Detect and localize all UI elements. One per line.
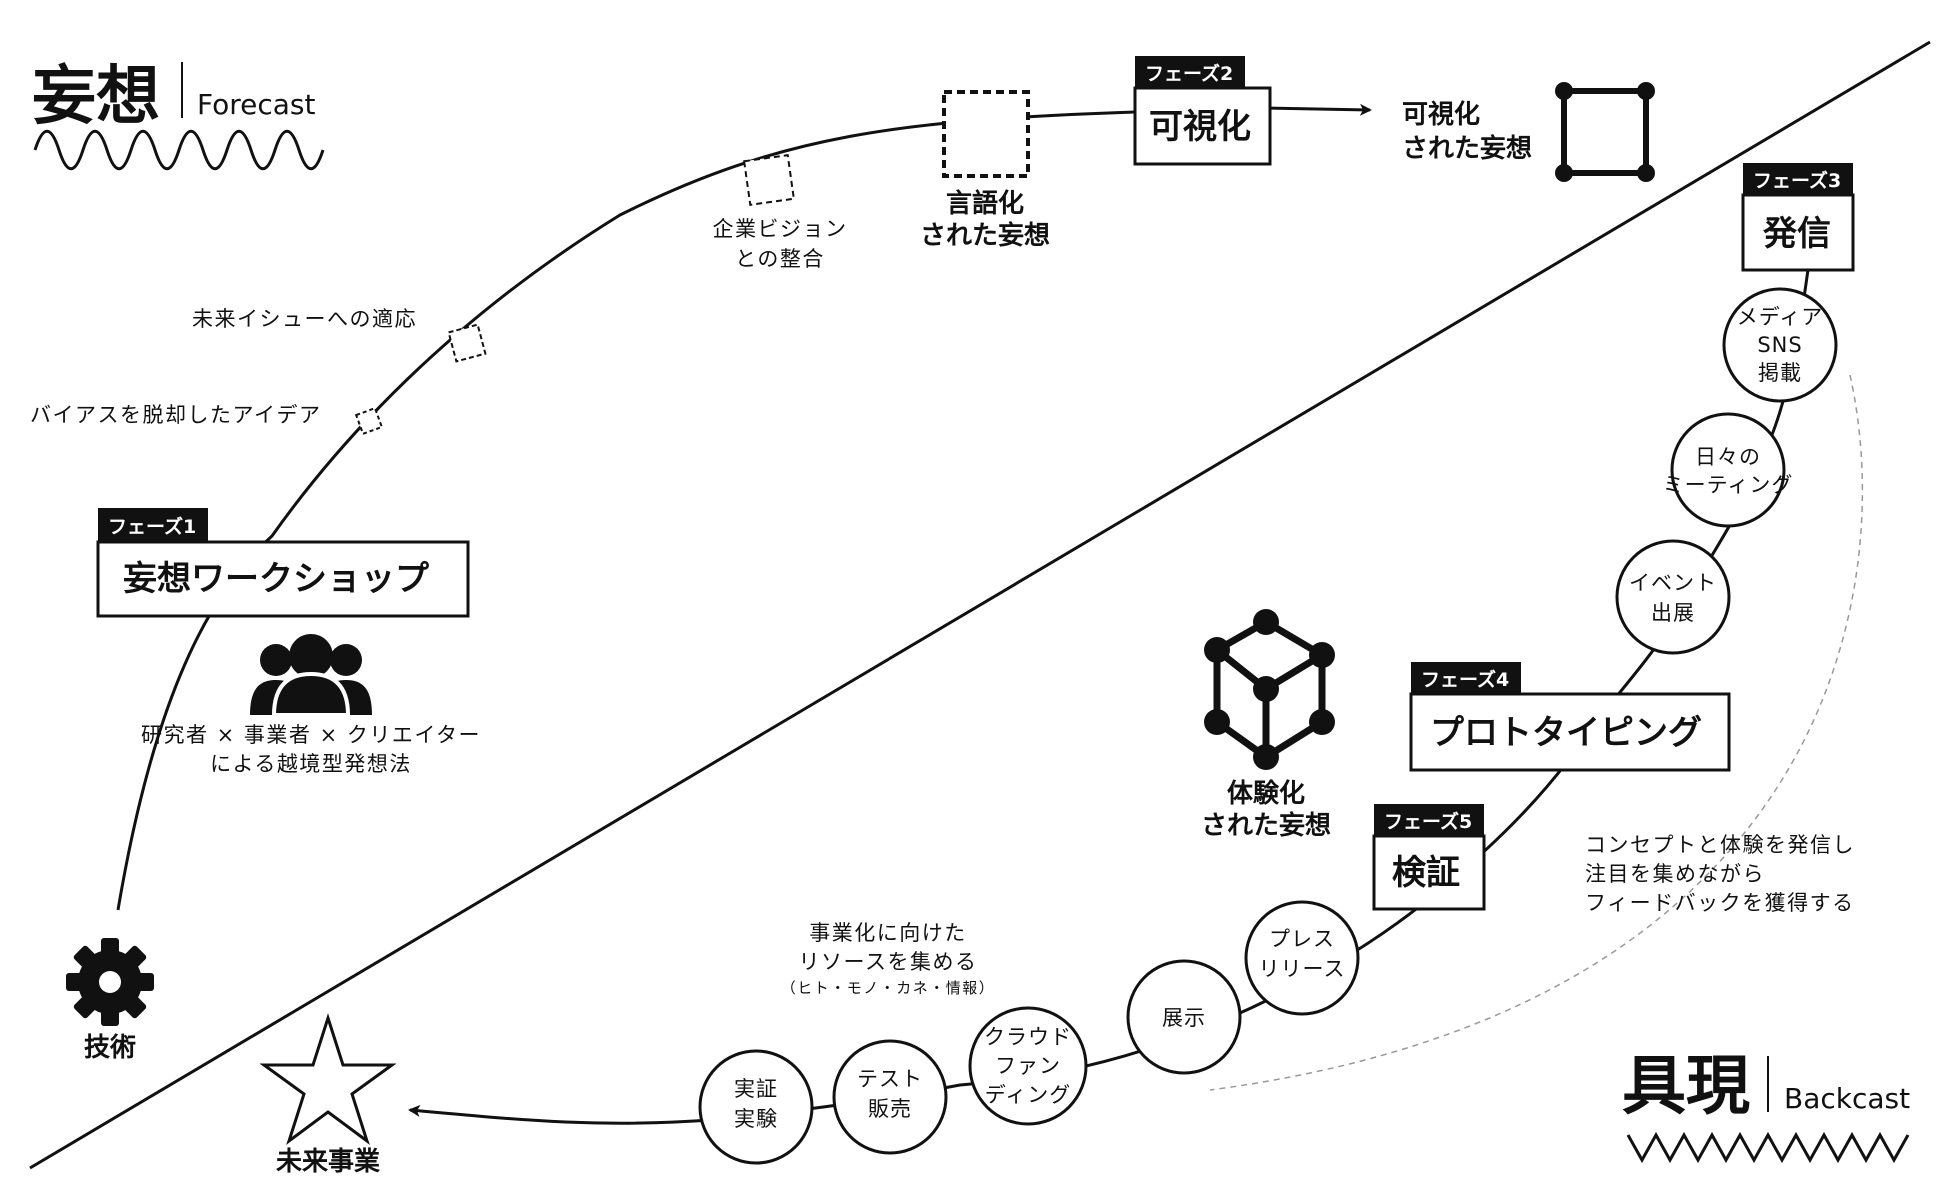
star-icon <box>259 1013 397 1145</box>
backcast-title: 具現 <box>1622 1050 1750 1124</box>
phase4-title: プロトタイピング <box>1430 713 1702 753</box>
svg-text:実証: 実証 <box>734 1077 778 1101</box>
forecast-subtitle: Forecast <box>197 88 316 121</box>
svg-text:クラウド: クラウド <box>984 1025 1072 1049</box>
experienced-label-line1: 体験化 <box>1227 779 1305 809</box>
svg-text:展示: 展示 <box>1162 1006 1206 1030</box>
svg-text:ファン: ファン <box>995 1054 1061 1078</box>
feedback-note-line3: フィードバックを獲得する <box>1585 891 1855 915</box>
divider-line <box>29 40 1931 1170</box>
cube-icon <box>1204 609 1335 770</box>
phase2-title: 可視化 <box>1149 107 1251 147</box>
visualized-label-line2: された妄想 <box>1402 133 1532 164</box>
event-circle: イベント 出展 <box>1615 539 1731 655</box>
resources-note-line3: （ヒト・モノ・カネ・情報） <box>781 979 996 997</box>
bias-label: バイアスを脱却したアイデア <box>30 403 321 427</box>
verbalized-label-line2: された妄想 <box>920 220 1050 251</box>
phase5-title: 検証 <box>1392 853 1460 893</box>
visualized-square-icon <box>1555 82 1655 182</box>
svg-text:実験: 実験 <box>734 1107 778 1131</box>
svg-text:ディング: ディング <box>985 1083 1072 1107</box>
svg-text:リリース: リリース <box>1259 957 1346 981</box>
phase3-title: 発信 <box>1763 214 1831 254</box>
phase3-tag: フェーズ3 <box>1753 169 1841 192</box>
phase5-tag: フェーズ5 <box>1384 810 1472 833</box>
backcast-wave <box>1626 1131 1910 1164</box>
future-business-label: 未来事業 <box>276 1147 380 1177</box>
people-icon <box>250 634 372 717</box>
exhibit-circle: 展示 <box>1126 959 1242 1075</box>
backcast-subtitle: Backcast <box>1784 1082 1910 1115</box>
idea-square-large <box>743 154 795 206</box>
resources-note-line2: リソースを集める <box>799 950 978 974</box>
workshop-caption-line1: 研究者 × 事業者 × クリエイター <box>141 723 481 747</box>
phase4-tag: フェーズ4 <box>1421 668 1509 691</box>
feedback-note-line2: 注目を集めながら <box>1585 862 1765 886</box>
verbalized-label-line1: 言語化 <box>946 188 1024 219</box>
phase1-title: 妄想ワークショップ <box>123 559 429 599</box>
feedback-note-line1: コンセプトと体験を発信し <box>1585 833 1855 857</box>
workshop-caption-line2: による越境型発想法 <box>210 752 412 776</box>
meeting-circle: 日々の ミーティング <box>1663 412 1794 528</box>
idea-square-medium <box>447 323 487 363</box>
svg-text:テスト: テスト <box>857 1067 923 1091</box>
phase2-box: フェーズ2 可視化 <box>1133 56 1272 166</box>
media-circle: メディア SNS 掲載 <box>1722 287 1838 403</box>
phase3-box: フェーズ3 発信 <box>1741 163 1855 272</box>
forecast-path <box>116 110 1136 911</box>
phase1-box: フェーズ1 妄想ワークショップ <box>96 508 470 618</box>
backcast-path <box>408 254 1812 1125</box>
press-circle: プレス リリース <box>1244 900 1360 1016</box>
idea-square-small <box>354 406 384 436</box>
svg-text:掲載: 掲載 <box>1758 361 1802 385</box>
visualized-label-line1: 可視化 <box>1402 100 1480 130</box>
technology-label: 技術 <box>84 1033 136 1063</box>
experiment-circle: 実証 実験 <box>698 1049 814 1165</box>
idea-square-xlarge <box>942 90 1030 178</box>
svg-text:日々の: 日々の <box>1695 445 1761 469</box>
svg-text:メディア: メディア <box>1737 305 1824 329</box>
future-issue-label: 未来イシューへの適応 <box>192 307 417 331</box>
feedback-arc <box>1209 374 1864 1091</box>
phase4-box: フェーズ4 プロトタイピング <box>1409 662 1731 772</box>
svg-text:イベント: イベント <box>1629 571 1717 595</box>
test-sale-circle: テスト 販売 <box>832 1039 948 1155</box>
phase5-box: フェーズ5 検証 <box>1372 804 1486 911</box>
forecast-title: 妄想 <box>32 60 160 134</box>
crowdfunding-circle: クラウド ファン ディング <box>968 1006 1088 1126</box>
svg-text:SNS: SNS <box>1757 333 1802 357</box>
svg-text:販売: 販売 <box>868 1097 912 1121</box>
vision-label-line2: との整合 <box>735 247 825 271</box>
svg-text:出展: 出展 <box>1651 601 1695 625</box>
vision-label-line1: 企業ビジョン <box>713 217 848 241</box>
forecast-wave <box>33 129 325 171</box>
resources-note-line1: 事業化に向けた <box>809 921 967 945</box>
experienced-label-line2: された妄想 <box>1201 810 1331 841</box>
svg-text:ミーティング: ミーティング <box>1663 473 1794 497</box>
forecast-path-arrow <box>1264 103 1372 116</box>
svg-text:プレス: プレス <box>1269 927 1335 951</box>
gear-icon <box>66 938 154 1026</box>
phase2-tag: フェーズ2 <box>1145 62 1233 85</box>
phase1-tag: フェーズ1 <box>108 515 196 538</box>
